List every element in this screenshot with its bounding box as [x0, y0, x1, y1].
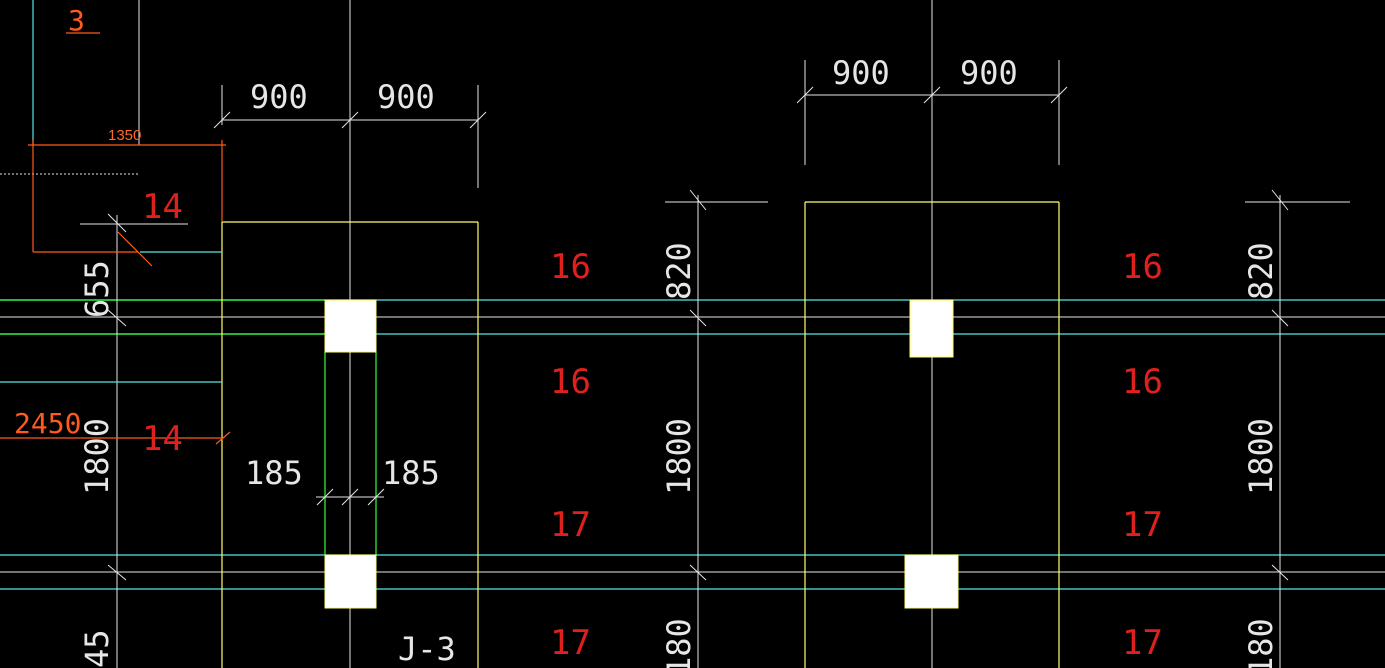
dimension-lines [80, 60, 1350, 581]
dimension-texts: 900 900 900 900 185 185 J-3 655 1800 45 … [78, 54, 1280, 668]
orange-label-1350: 1350 [108, 127, 141, 144]
red-label-14-bottom: 14 [142, 419, 183, 459]
red-label-17-right-2: 17 [1122, 623, 1163, 663]
dim-1800-left: 1800 [78, 418, 116, 495]
red-labels: 16 16 17 17 16 16 17 17 14 14 [142, 187, 1163, 663]
label-j3: J-3 [398, 630, 456, 668]
dim-900-right-b: 900 [960, 54, 1018, 92]
red-label-17-right-1: 17 [1122, 505, 1163, 545]
red-label-17-mid-2: 17 [550, 623, 591, 663]
dim-820-right: 820 [1242, 242, 1280, 300]
dim-180-mid: 180 [660, 618, 698, 668]
columns [324, 299, 959, 609]
dim-45: 45 [78, 629, 116, 668]
red-label-16-mid-1: 16 [550, 247, 591, 287]
red-label-16-right-1: 16 [1122, 247, 1163, 287]
orange-label-3: 3 [68, 4, 85, 37]
column-4 [904, 554, 959, 609]
dim-185-left: 185 [245, 454, 303, 492]
orange-labels: 3 1350 2450 [14, 4, 141, 440]
dim-820-mid: 820 [660, 242, 698, 300]
column-3 [324, 554, 377, 609]
red-label-16-mid-2: 16 [550, 362, 591, 402]
dim-655: 655 [78, 260, 116, 318]
horizontal-walls [0, 299, 1385, 590]
orange-annotation [0, 32, 231, 445]
column-2 [909, 299, 954, 358]
red-label-14-top: 14 [142, 187, 183, 227]
dim-1800-right: 1800 [1242, 418, 1280, 495]
dim-900-right-a: 900 [832, 54, 890, 92]
dim-900-left-a: 900 [250, 78, 308, 116]
dim-180-right: 180 [1242, 618, 1280, 668]
red-label-16-right-2: 16 [1122, 362, 1163, 402]
vertical-lines [0, 0, 1281, 668]
dim-900-left-b: 900 [377, 78, 435, 116]
column-1 [324, 299, 377, 353]
orange-label-2450: 2450 [14, 407, 81, 440]
red-label-17-mid-1: 17 [550, 505, 591, 545]
dim-185-right: 185 [382, 454, 440, 492]
dim-1800-mid: 1800 [660, 418, 698, 495]
